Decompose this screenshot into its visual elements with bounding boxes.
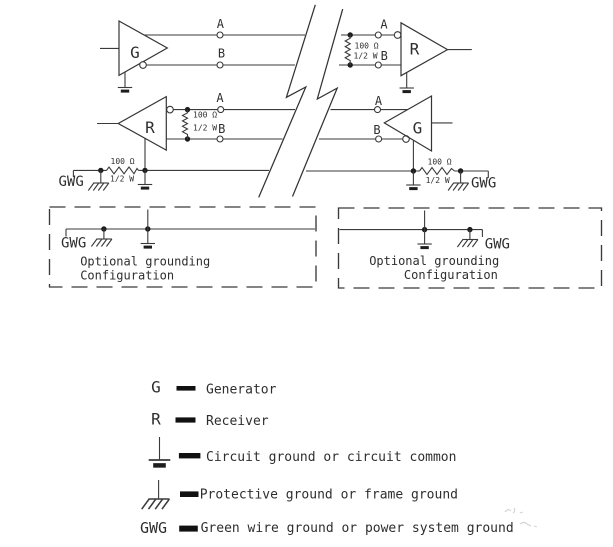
resistor-value-label: 100 Ω bbox=[111, 157, 135, 166]
resistor-rating-label: 1/2 W bbox=[110, 175, 134, 184]
line-b-label: B bbox=[218, 47, 225, 61]
line-b-label: B bbox=[218, 122, 225, 136]
legend-gwg-symbol: GWG bbox=[140, 519, 167, 537]
receiver1-label: R bbox=[410, 40, 420, 59]
watermark-remnant bbox=[504, 507, 538, 528]
dashed-border bbox=[48, 206, 317, 288]
optional-grounding-caption-line1: Optional grounding bbox=[369, 254, 499, 268]
line-b-terminal-icon bbox=[374, 61, 382, 69]
circuit-ground-icon bbox=[405, 184, 422, 191]
legend: G Generator R Receiver Circuit ground or… bbox=[140, 378, 514, 538]
line-a-terminal-icon bbox=[216, 31, 224, 39]
left-ground-bus: 100 Ω 1/2 W GWG bbox=[59, 157, 269, 192]
circuit-ground-icon bbox=[140, 242, 156, 250]
line-b-terminal-icon bbox=[216, 135, 224, 143]
generator1-inverting-bubble-icon bbox=[139, 61, 147, 69]
cable-break-symbol bbox=[258, 4, 344, 198]
resistor-rating-label: 1/2 W bbox=[193, 124, 217, 133]
generator1-label: G bbox=[130, 43, 140, 62]
resistor-rating-label: 1/2 W bbox=[426, 176, 450, 185]
legend-item-generator: G Generator bbox=[151, 378, 276, 398]
ground-resistor-icon bbox=[106, 166, 139, 175]
optional-grounding-caption-line2: Configuration bbox=[80, 269, 174, 283]
receiver1-inverting-bubble-icon bbox=[393, 31, 402, 39]
break-bolt-icon bbox=[258, 4, 316, 198]
protective-ground-icon bbox=[90, 238, 113, 248]
line-b-terminal-icon bbox=[216, 61, 224, 69]
protective-ground-icon bbox=[87, 182, 110, 192]
resistor-value-label: 100 Ω bbox=[193, 111, 217, 120]
legend-protective-ground-label: Protective ground or frame ground bbox=[200, 487, 458, 502]
legend-generator-label: Generator bbox=[206, 383, 277, 398]
resistor-value-label: 100 Ω bbox=[355, 42, 379, 51]
legend-dash-icon bbox=[180, 491, 199, 497]
legend-generator-symbol: G bbox=[151, 378, 161, 397]
gwg-label: GWG bbox=[61, 236, 86, 252]
line-a-terminal-icon bbox=[217, 106, 225, 114]
circuit-ground-icon bbox=[398, 87, 415, 94]
ground-resistor-icon bbox=[419, 166, 455, 176]
legend-dash-icon bbox=[179, 525, 198, 532]
generator2-triangle-icon bbox=[383, 94, 433, 153]
receiver2-label: R bbox=[145, 118, 155, 137]
legend-gwg-label: Green wire ground or power system ground bbox=[201, 521, 514, 536]
line-a-label: A bbox=[217, 17, 225, 31]
optional-grounding-box-left: GWG Optional grounding Configuration bbox=[48, 206, 317, 288]
termination-resistor-icon bbox=[344, 35, 352, 65]
generator2-label: G bbox=[413, 119, 423, 138]
optional-grounding-caption-line1: Optional grounding bbox=[80, 255, 210, 269]
legend-dash-icon bbox=[175, 417, 196, 423]
legend-receiver-symbol: R bbox=[151, 409, 161, 428]
resistor-rating-label: 1/2 W bbox=[354, 52, 378, 61]
circuit-ground-icon bbox=[416, 243, 433, 250]
gwg-label: GWG bbox=[471, 176, 496, 192]
protective-ground-icon bbox=[456, 238, 479, 248]
legend-circuit-ground-label: Circuit ground or circuit common bbox=[206, 450, 456, 465]
line-a-label: A bbox=[216, 91, 224, 105]
circuit-ground-icon bbox=[117, 86, 133, 94]
line-a-terminal-icon bbox=[373, 106, 382, 114]
receiver2-inverting-bubble-icon bbox=[166, 105, 174, 114]
legend-dash-icon bbox=[178, 453, 201, 459]
termination-resistor-icon bbox=[181, 109, 189, 139]
bottom-channel: R 100 Ω 1/2 W A B A B G bbox=[97, 91, 453, 171]
dashed-border bbox=[337, 207, 603, 289]
protective-ground-icon bbox=[447, 182, 470, 192]
circuit-ground-icon bbox=[147, 459, 172, 469]
legend-item-circuit-ground: Circuit ground or circuit common bbox=[147, 437, 456, 469]
legend-receiver-label: Receiver bbox=[206, 414, 269, 429]
line-b-label: B bbox=[381, 49, 388, 63]
break-bolt-icon bbox=[291, 8, 344, 197]
receiver1-triangle-icon bbox=[400, 21, 449, 77]
circuit-ground-icon bbox=[137, 183, 153, 191]
right-ground-bus: 100 Ω 1/2 W GWG bbox=[306, 158, 496, 192]
line-a-label: A bbox=[375, 94, 383, 108]
line-a-label: A bbox=[380, 18, 388, 32]
watermark-scribble bbox=[519, 522, 538, 528]
optional-grounding-caption-line2: Configuration bbox=[404, 268, 498, 282]
line-a-terminal-icon bbox=[374, 31, 382, 39]
watermark-scribble bbox=[504, 507, 524, 514]
top-channel: G A B 100 Ω 1/2 W A B R bbox=[100, 17, 472, 94]
legend-dash-icon bbox=[176, 386, 196, 391]
resistor-value-label: 100 Ω bbox=[428, 158, 452, 167]
line-b-label: B bbox=[373, 123, 380, 137]
gwg-label: GWG bbox=[485, 237, 510, 253]
optional-grounding-box-right: GWG Optional grounding Configuration bbox=[337, 207, 603, 289]
legend-item-receiver: R Receiver bbox=[151, 409, 269, 429]
legend-item-protective-ground: Protective ground or frame ground bbox=[140, 480, 458, 510]
receiver2-triangle-icon bbox=[116, 95, 167, 152]
line-b-terminal-icon bbox=[375, 135, 383, 143]
legend-item-green-wire-ground: GWG Green wire ground or power system gr… bbox=[140, 519, 514, 537]
protective-ground-icon bbox=[140, 498, 171, 510]
gwg-label: GWG bbox=[59, 174, 84, 190]
